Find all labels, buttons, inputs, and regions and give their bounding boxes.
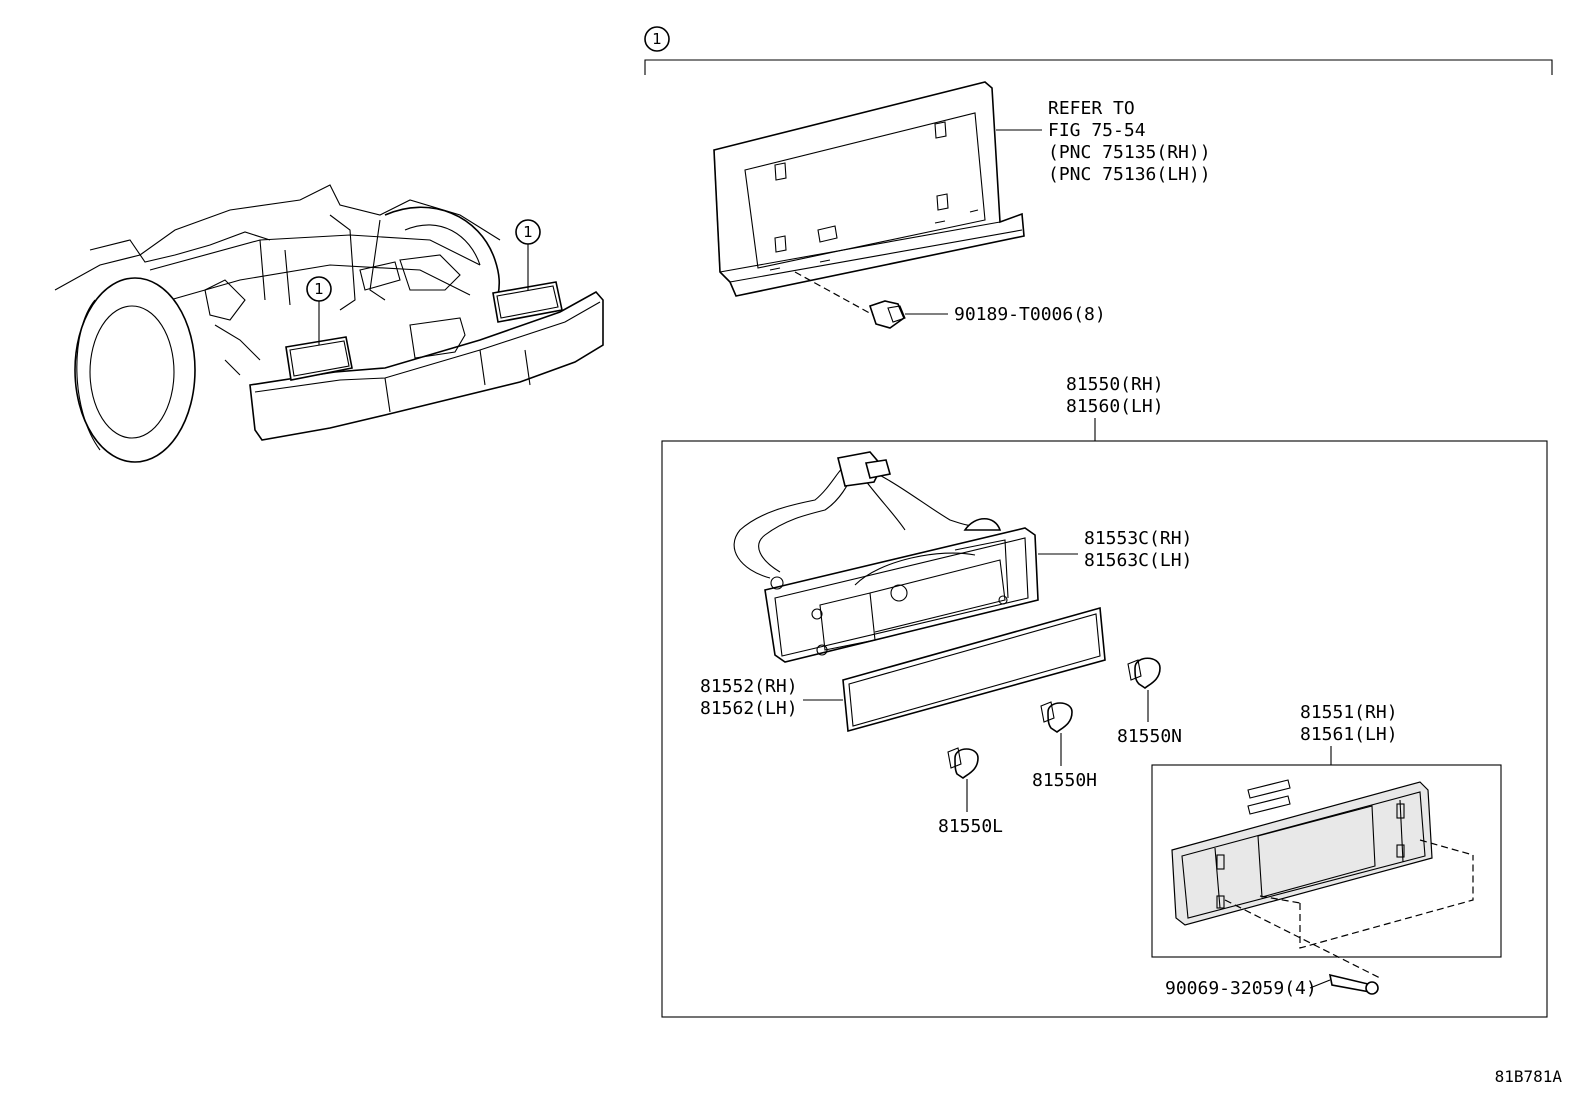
vehicle-rear-illustration: [54, 184, 604, 463]
refer-to-label: REFER TO: [1048, 98, 1135, 119]
screw-illustration: [1309, 973, 1379, 995]
bulb-h-label: 81550H: [1032, 770, 1097, 791]
bulb-l-label: 81550L: [938, 816, 1003, 837]
bulb-l-illustration: [947, 747, 979, 812]
screw-part-label: 90069-32059(4): [1165, 978, 1317, 999]
assembly-rh-label: 81550(RH): [1066, 374, 1164, 395]
bulb-n-label: 81550N: [1117, 726, 1182, 747]
lamp-housing-illustration: [733, 451, 1078, 663]
refer-fig-label: FIG 75-54: [1048, 120, 1146, 141]
reflector-rh-label: 81551(RH): [1300, 702, 1398, 723]
reflector-frame: [1151, 764, 1502, 958]
vehicle-callout-left: 1: [306, 276, 332, 302]
clip-part-label: 90189-T0006(8): [954, 304, 1106, 325]
group-bracket: 1: [644, 26, 1553, 75]
bulb-n-illustration: [1127, 657, 1161, 722]
housing-rh-label: 81553C(RH): [1084, 528, 1192, 549]
reflector-lh-label: 81561(LH): [1300, 724, 1398, 745]
group-callout-number: 1: [652, 30, 662, 48]
assembly-lh-label: 81560(LH): [1066, 396, 1164, 417]
assembly-frame: [661, 440, 1548, 1018]
license-bracket-illustration: [713, 81, 1042, 329]
refer-pnc-rh-label: (PNC 75135(RH)): [1048, 142, 1211, 163]
callout-number: 1: [523, 223, 533, 241]
reflector-illustration: [1171, 779, 1474, 979]
housing-lh-label: 81563C(LH): [1084, 550, 1192, 571]
lens-illustration: [803, 606, 1106, 733]
bulb-h-illustration: [1040, 701, 1073, 766]
callout-number: 1: [314, 280, 324, 298]
refer-pnc-lh-label: (PNC 75136(LH)): [1048, 164, 1211, 185]
lens-lh-label: 81562(LH): [700, 698, 798, 719]
vehicle-callout-right: 1: [515, 219, 541, 245]
lens-rh-label: 81552(RH): [700, 676, 798, 697]
diagram-code: 81B781A: [1495, 1067, 1563, 1086]
